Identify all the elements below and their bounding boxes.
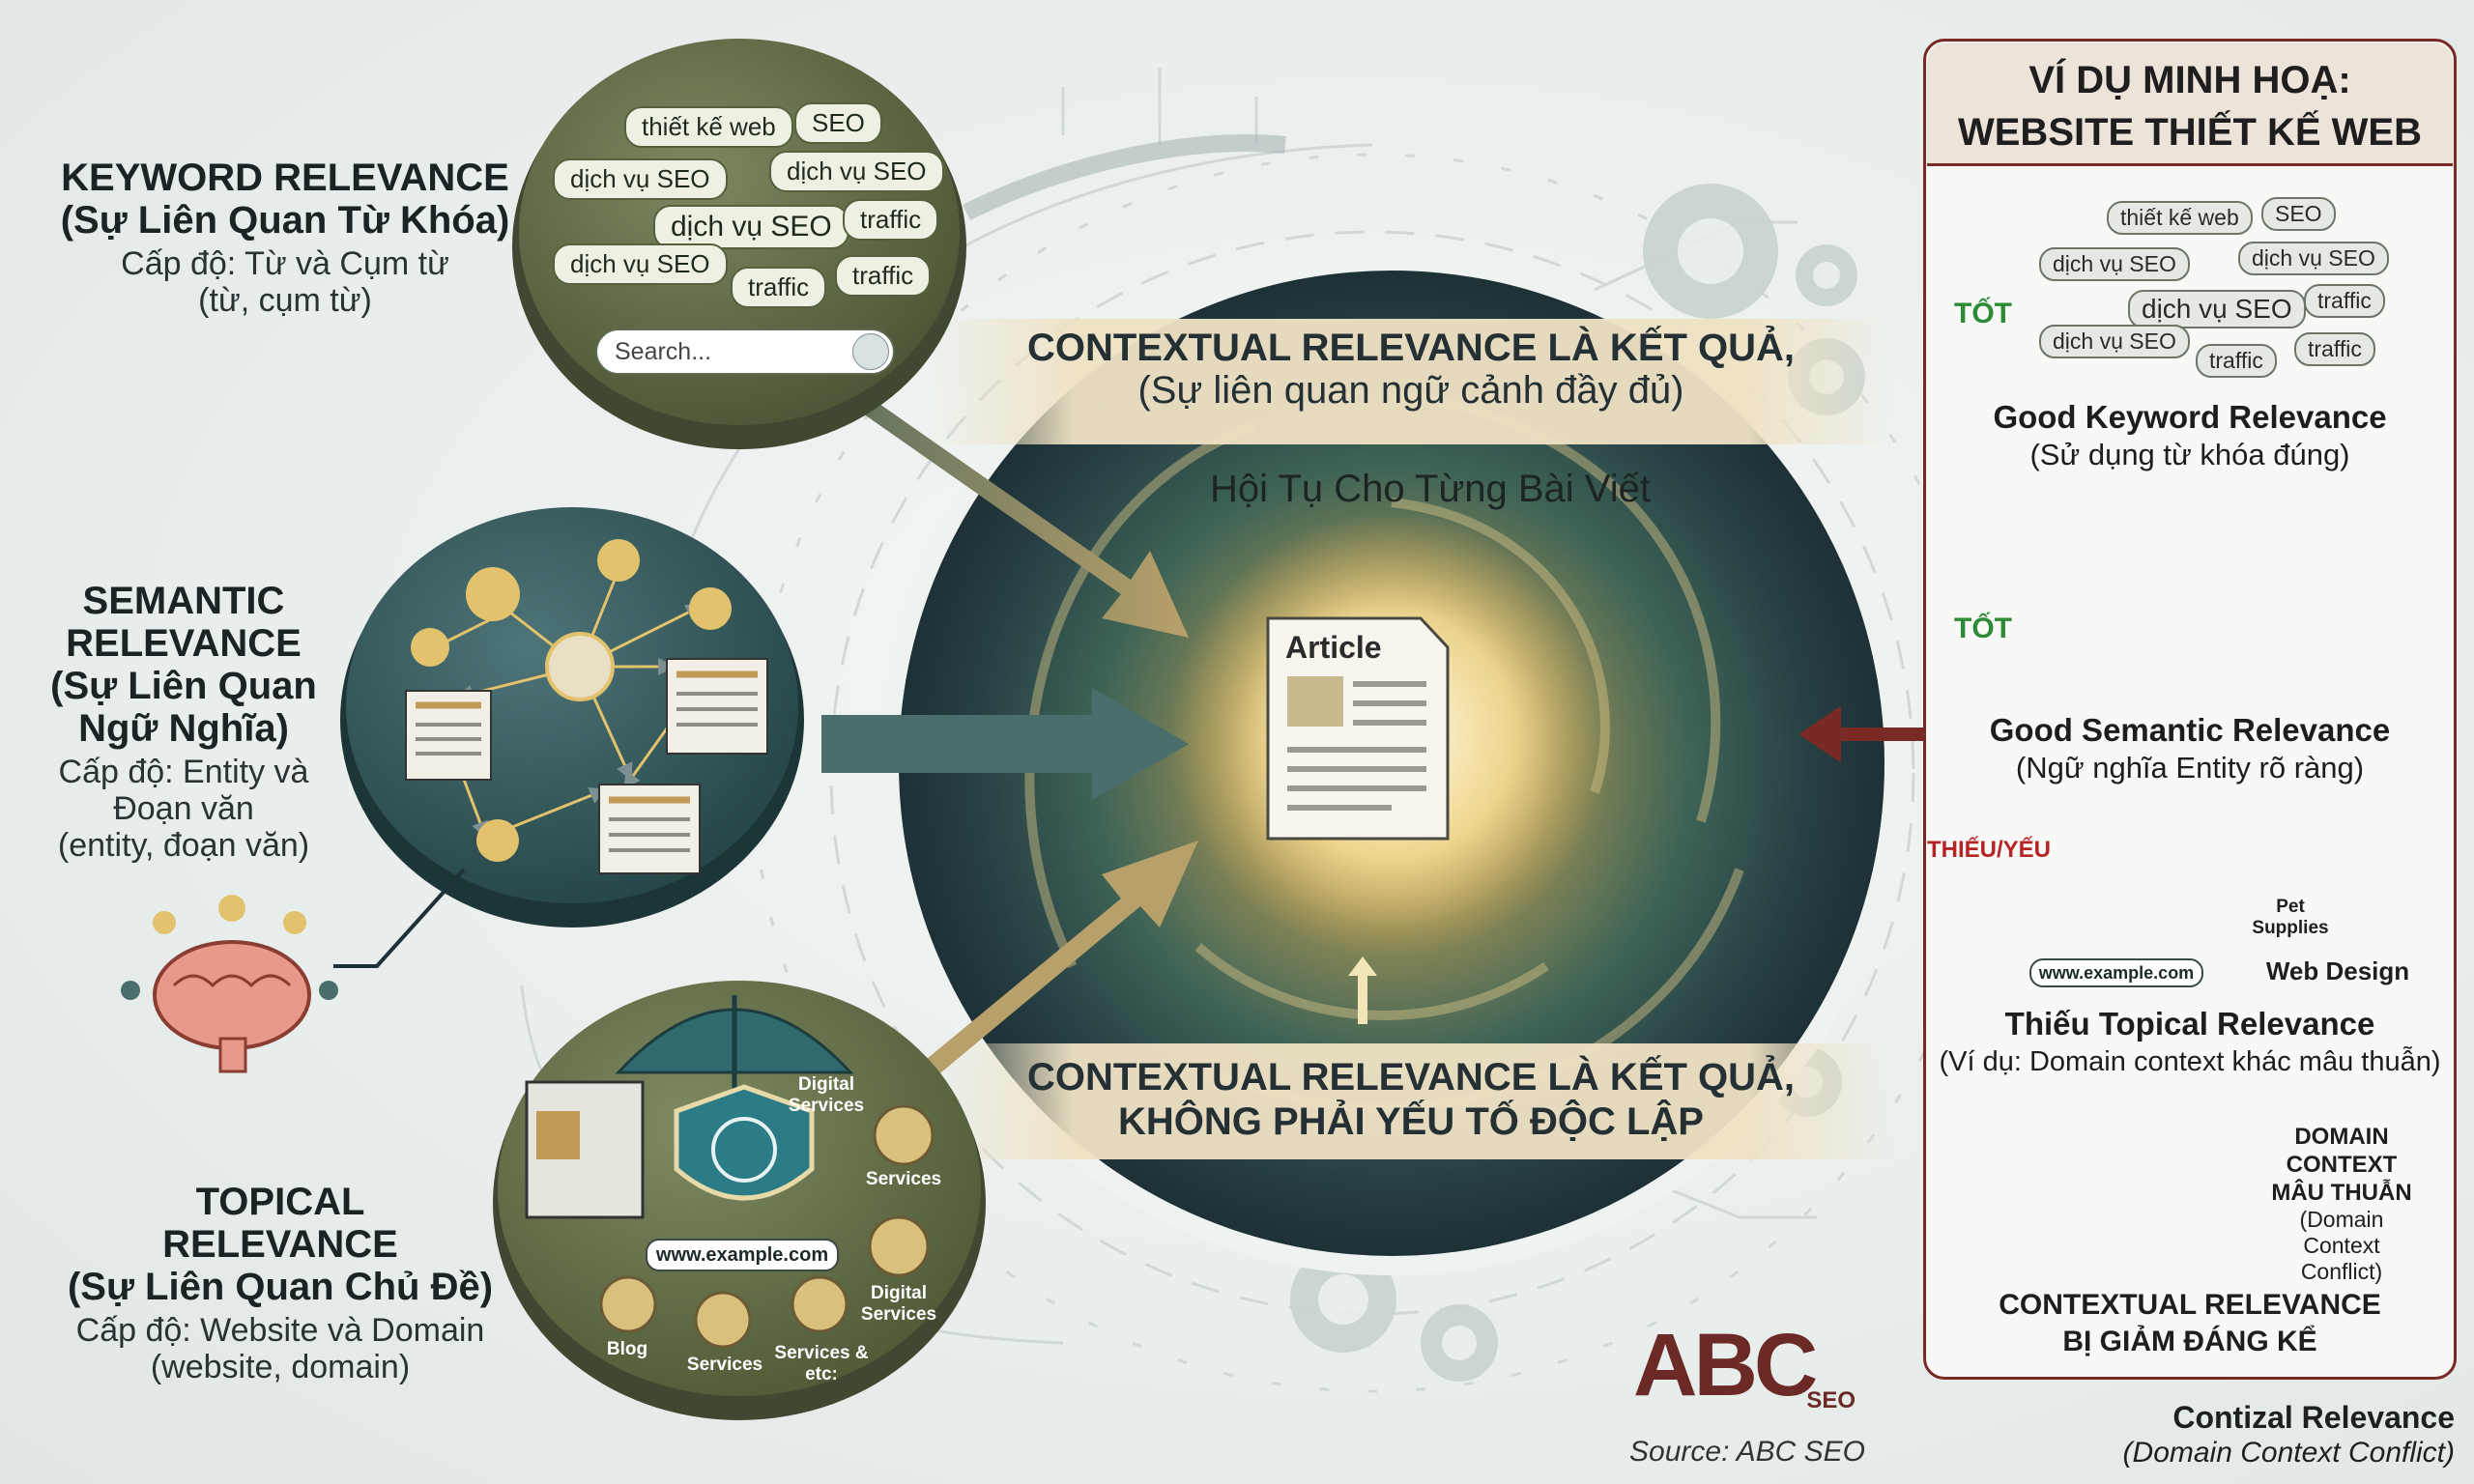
contextual-result-2: BỊ GIẢM ĐÁNG KỂ [2062, 1326, 2317, 1357]
conflict-line-2: CONTEXT [2286, 1152, 2398, 1178]
footer-caption: Contizal Relevance (Domain Context Confl… [2010, 1399, 2455, 1470]
keyword-bubble: traffic [843, 199, 939, 241]
panel-keyword-bubble: dịch vụ SEO [2039, 325, 2190, 358]
conflict-line-5: Conflict) [2300, 1259, 2383, 1284]
topical-level-1: Cấp độ: Website và Domain [75, 1312, 485, 1349]
topical-item-services-2: Services [686, 1355, 763, 1375]
footer-caption-title: Contizal Relevance [2172, 1400, 2455, 1435]
panel-keyword-bubble: traffic [2304, 284, 2385, 318]
bottom-banner-line2: KHÔNG PHẢI YẾU TỐ ĐỘC LẬP [1118, 1100, 1704, 1143]
search-input[interactable]: Search... [595, 328, 895, 375]
top-banner-line2: (Sự liên quan ngữ cảnh đầy đủ) [1137, 369, 1684, 412]
panel-header-2: WEBSITE THIẾT KẾ WEB [1958, 111, 2422, 154]
keyword-label: KEYWORD RELEVANCE (Sự Liên Quan Từ Khóa)… [58, 157, 512, 319]
missing-topical-block: Thiếu Topical Relevance (Ví dụ: Domain c… [1923, 1005, 2457, 1080]
conflict-line-1: DOMAIN [2294, 1124, 2389, 1150]
semantic-title-2: RELEVANCE [66, 622, 302, 665]
topical-item-digital-services: Digital Services [788, 1074, 865, 1116]
panel-keyword-bubble: SEO [2261, 197, 2336, 231]
panel-header: VÍ DỤ MINH HOẠ: WEBSITE THIẾT KẾ WEB [1927, 43, 2453, 166]
keyword-bubble: dịch vụ SEO [769, 151, 944, 192]
panel-keyword-bubble: dịch vụ SEO [2238, 242, 2389, 275]
logo-sub: SEO [1806, 1387, 1856, 1413]
semantic-label: SEMANTIC RELEVANCE (Sự Liên Quan Ngữ Ngh… [39, 580, 329, 864]
top-banner: CONTEXTUAL RELEVANCE LÀ KẾT QUẢ, (Sự liê… [928, 327, 1894, 412]
topical-item-digital-services-2: Digital Services [860, 1283, 937, 1325]
keyword-bubble: dịch vụ SEO [553, 243, 728, 285]
good-semantic-desc: (Ngữ nghĩa Entity rõ ràng) [2015, 751, 2365, 785]
good-semantic-block: Good Semantic Relevance (Ngữ nghĩa Entit… [1923, 711, 2457, 786]
semantic-level-1: Cấp độ: Entity và [58, 754, 309, 790]
search-icon[interactable] [852, 333, 889, 370]
brain-icon [121, 868, 466, 1073]
keyword-bubble: SEO [794, 102, 882, 144]
panel-keyword-bubble: traffic [2294, 332, 2375, 366]
good-keyword-block: Good Keyword Relevance (Sử dụng từ khóa … [1923, 398, 2457, 473]
convergence-text: Hội Tụ Cho Từng Bài Viết [1210, 468, 1651, 510]
conflict-line-3: MÂU THUẪN [2271, 1180, 2412, 1206]
topical-item-services-etc: Services & etc: [774, 1343, 869, 1384]
good-label-semantic: TỐT [1954, 613, 2012, 644]
panel-header-1: VÍ DỤ MINH HOẠ: [2028, 59, 2351, 101]
topical-level-2: (website, domain) [150, 1349, 411, 1385]
semantic-title-1: SEMANTIC [82, 580, 285, 622]
keyword-bubble: traffic [835, 255, 932, 297]
panel-keyword-bubble: thiết kế web [2107, 201, 2253, 235]
topical-arrow [899, 841, 1198, 1092]
bottom-banner: CONTEXTUAL RELEVANCE LÀ KẾT QUẢ, KHÔNG P… [976, 1055, 1846, 1144]
good-semantic-title: Good Semantic Relevance [1989, 712, 2391, 748]
topical-url: www.example.com [646, 1239, 839, 1271]
topical-title-3: (Sự Liên Quan Chủ Đề) [67, 1266, 494, 1308]
semantic-arrow [821, 688, 1189, 800]
semantic-title-4: Ngữ Nghĩa) [78, 707, 289, 750]
semantic-level-2: Đoạn văn [113, 790, 254, 827]
good-keyword-desc: (Sử dụng từ khóa đúng) [2029, 438, 2350, 471]
keyword-bubble: traffic [731, 267, 827, 308]
semantic-disc [340, 507, 804, 928]
keyword-title-2: (Sự Liên Quan Từ Khóa) [60, 199, 510, 242]
good-keyword-title: Good Keyword Relevance [1993, 399, 2387, 435]
panel-keyword-bubble: dịch vụ SEO [2128, 290, 2306, 328]
bad-label: THIẾU/YẾU [1927, 837, 2052, 863]
contextual-result: CONTEXTUAL RELEVANCE BỊ GIẢM ĐÁNG KỂ [1923, 1287, 2457, 1360]
logo-main: ABC [1633, 1316, 1818, 1414]
missing-topical-title: Thiếu Topical Relevance [2004, 1006, 2375, 1042]
keyword-level-2: (từ, cụm từ) [198, 282, 372, 319]
keyword-bubble: thiết kế web [624, 106, 793, 148]
topical-disc [493, 981, 986, 1420]
source-text: Source: ABC SEO [1629, 1436, 1865, 1468]
footer-caption-sub: (Domain Context Conflict) [2122, 1437, 2455, 1469]
keyword-bubble: dịch vụ SEO [653, 205, 849, 249]
keyword-level-1: Cấp độ: Từ và Cụm từ [121, 245, 449, 282]
search-placeholder: Search... [615, 338, 712, 365]
contextual-result-1: CONTEXTUAL RELEVANCE [1999, 1289, 2381, 1321]
panel-topical-url: www.example.com [2029, 958, 2203, 987]
semantic-title-3: (Sự Liên Quan [50, 665, 317, 707]
top-banner-line1: CONTEXTUAL RELEVANCE LÀ KẾT QUẢ, [1026, 327, 1796, 369]
article-label: Article [1285, 630, 1382, 665]
keyword-bubble: dịch vụ SEO [553, 158, 728, 200]
conflict-line-4: (Domain Context [2299, 1207, 2384, 1258]
topical-item-services: Services [865, 1169, 942, 1189]
topical-title-2: RELEVANCE [162, 1223, 398, 1266]
good-label-keyword: TỐT [1954, 298, 2012, 329]
topical-title-1: TOPICAL [195, 1181, 365, 1223]
panel-keyword-bubble: dịch vụ SEO [2039, 247, 2190, 281]
pet-supplies-label: Pet Supplies [2252, 897, 2329, 938]
abc-seo-logo: ABC SEO [1633, 1316, 1856, 1414]
article-document [1266, 616, 1450, 841]
panel-arrow [1798, 705, 1923, 763]
conflict-block: DOMAIN CONTEXT MÂU THUẪN (Domain Context… [2259, 1123, 2424, 1285]
topical-label: TOPICAL RELEVANCE (Sự Liên Quan Chủ Đề) … [58, 1181, 503, 1385]
missing-topical-desc: (Ví dụ: Domain context khác mâu thuẫn) [1939, 1046, 2441, 1077]
web-design-label: Web Design [2265, 956, 2410, 985]
semantic-level-3: (entity, đoạn văn) [57, 827, 310, 864]
keyword-arrow [831, 377, 1189, 638]
panel-keyword-bubble: traffic [2196, 344, 2277, 378]
keyword-title-1: KEYWORD RELEVANCE [61, 157, 509, 199]
topical-item-blog: Blog [606, 1339, 648, 1359]
bottom-banner-line1: CONTEXTUAL RELEVANCE LÀ KẾT QUẢ, [1026, 1056, 1796, 1099]
